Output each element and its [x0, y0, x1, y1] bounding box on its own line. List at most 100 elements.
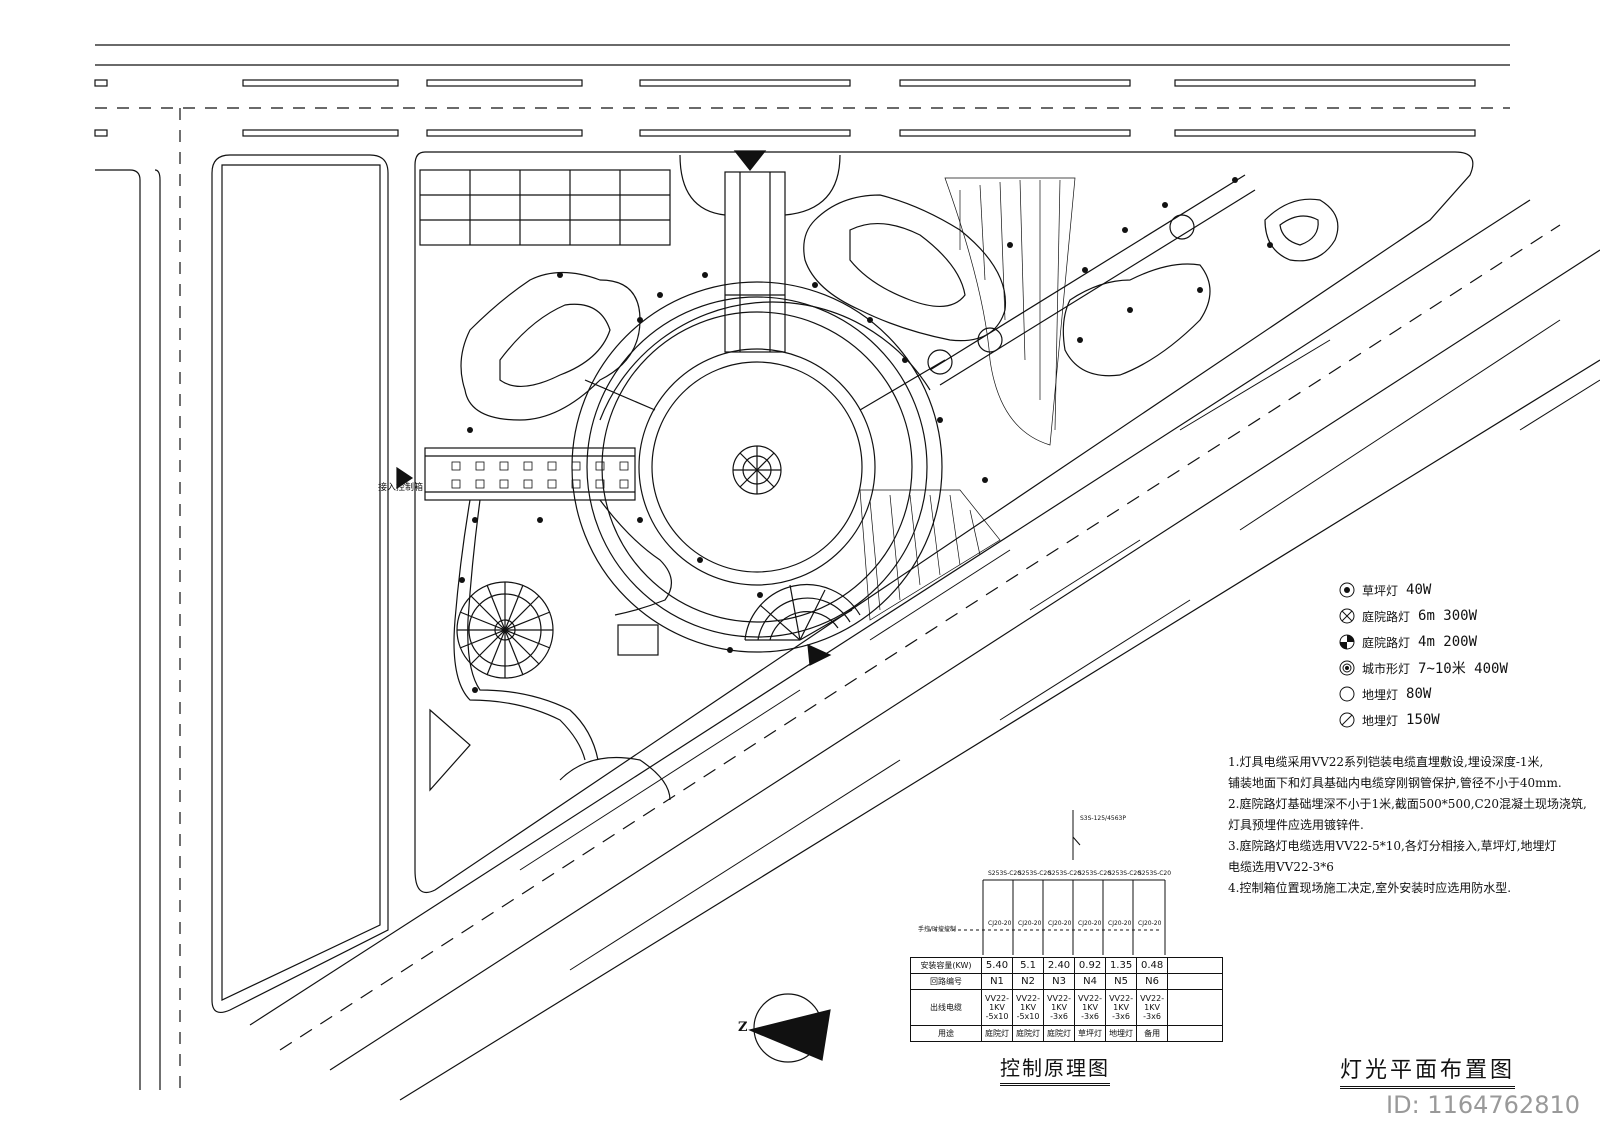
city-image-light-icon — [1339, 660, 1355, 676]
note-line: 电缆选用VV22-3*6 — [1228, 860, 1334, 874]
arc — [784, 154, 841, 216]
legend-label: 草坪灯 — [1362, 583, 1399, 598]
buried-light-80-icon — [1339, 686, 1355, 702]
watermark-id: ID: 1164762810 — [1386, 1091, 1580, 1119]
planting-bed-nw — [460, 271, 641, 421]
control-table: 安装容量(KW) 5.40 5.1 2.40 0.92 1.35 0.48 回路… — [910, 957, 1224, 1042]
cable-cell: VV22-1KV -3x6 — [1105, 989, 1138, 1026]
square-feature — [617, 624, 659, 656]
lamp-pit — [927, 349, 953, 375]
use-cell: 地埋灯 — [1105, 1025, 1138, 1042]
empty-cell — [1167, 973, 1224, 990]
legend-power: 6m 300W — [1418, 608, 1478, 624]
cable-cell: VV22-1KV -3x6 — [1136, 989, 1169, 1026]
branch-breaker-label: S253S-C20 — [1078, 870, 1112, 877]
circuit-cell: N1 — [980, 973, 1014, 990]
circuit-cell: N5 — [1105, 973, 1138, 990]
capacity-cell: 5.1 — [1012, 957, 1045, 974]
contactor-label: CJ20-20 — [1138, 920, 1162, 927]
contactor-label: CJ20-20 — [1018, 920, 1042, 927]
circuit-cell: N3 — [1043, 973, 1076, 990]
branch-breaker-label: S253S-C20 — [988, 870, 1022, 877]
planting-bed-n — [803, 194, 1007, 342]
use-cell: 庭院灯 — [1012, 1025, 1045, 1042]
legend-label: 城市形灯 — [1362, 661, 1411, 676]
garden-light-4m-icon — [1339, 634, 1355, 650]
cable-cell: VV22-1KV -5x10 — [980, 989, 1014, 1026]
contactor-label: CJ20-20 — [1108, 920, 1132, 927]
left-median-block — [211, 154, 389, 1013]
row-header: 安装容量(KW) — [910, 957, 982, 974]
north-arrow — [748, 993, 831, 1063]
capacity-cell: 2.40 — [1043, 957, 1076, 974]
hatched-paving — [944, 177, 1076, 446]
empty-cell — [1167, 957, 1224, 974]
diagonal-road-edge — [329, 249, 1600, 1071]
planting-bed-ne — [1062, 263, 1211, 377]
south-path — [467, 499, 599, 761]
design-notes: 1.灯具电缆采用VV22系列铠装电缆直埋敷设,埋设深度-1米, 铺装地面下和灯具… — [1228, 752, 1587, 899]
legend-power: 150W — [1406, 712, 1440, 728]
main-breaker-label: S3S-125/4563P — [1080, 815, 1126, 822]
fan-sw-small — [429, 708, 471, 792]
note-line: 2.庭院路灯基础埋深不小于1米,截面500*500,C20混凝土现场浇筑, — [1228, 797, 1587, 811]
lamp-pit — [977, 327, 1003, 353]
arc — [559, 756, 671, 801]
lighting-legend: 草坪灯 40W 庭院路灯 6m 300W 庭院路灯 4m 200W 城市形灯 7… — [1338, 577, 1538, 733]
planting-bed-n-inner — [849, 222, 966, 307]
diagonal-lane-markings — [519, 319, 1600, 971]
diagonal-road-edge — [399, 359, 1600, 1101]
entry-arrow-south — [807, 644, 832, 666]
north-arrow-label: Z — [738, 1020, 748, 1035]
legend-row-2: 庭院路灯 4m 200W — [1338, 629, 1538, 655]
lighting-plan-title: 灯光平面布置图 — [1340, 1052, 1516, 1089]
use-cell: 草坪灯 — [1074, 1025, 1107, 1042]
legend-row-4: 地埋灯 80W — [1338, 681, 1538, 707]
legend-row-0: 草坪灯 40W — [1338, 577, 1538, 603]
use-cell: 庭院灯 — [1043, 1025, 1076, 1042]
entry-arrow-west — [396, 466, 414, 490]
entry-arrow-north — [733, 150, 767, 171]
ne-walkway — [939, 189, 1256, 386]
light-fixtures — [459, 177, 1273, 693]
arc — [679, 154, 726, 216]
legend-row-5: 地埋灯 150W — [1338, 707, 1538, 733]
note-line: 铺装地面下和灯具基础内电缆穿刚钢管保护,管径不小于40mm. — [1228, 776, 1562, 790]
planting-bed-nw-inner — [499, 303, 611, 388]
note-line: 3.庭院路灯电缆选用VV22-5*10,各灯分相接入,草坪灯,地埋灯 — [1228, 839, 1557, 853]
note-line: 灯具预埋件应选用镀锌件. — [1228, 818, 1364, 832]
capacity-cell: 1.35 — [1105, 957, 1138, 974]
walkway-tiles — [451, 461, 629, 489]
capacity-cell: 0.92 — [1074, 957, 1107, 974]
contactor-label: CJ20-20 — [1048, 920, 1072, 927]
control-diagram-lines — [928, 810, 1166, 955]
legend-row-3: 城市形灯 7~10米 400W — [1338, 655, 1538, 681]
branch-breaker-label: S253S-C20 — [1138, 870, 1172, 877]
west-walkway — [424, 447, 636, 501]
legend-label: 地埋灯 — [1362, 713, 1399, 728]
cable-row: 出线电缆 VV22-1KV -5x10 VV22-1KV -5x10 VV22-… — [910, 989, 1224, 1026]
capacity-row: 安装容量(KW) 5.40 5.1 2.40 0.92 1.35 0.48 — [910, 957, 1224, 974]
note-line: 1.灯具电缆采用VV22系列铠装电缆直埋敷设,埋设深度-1米, — [1228, 755, 1544, 769]
circuit-row: 回路编号 N1 N2 N3 N4 N5 N6 — [910, 973, 1224, 990]
meander-path — [599, 499, 672, 616]
row-header: 出线电缆 — [910, 989, 982, 1026]
circuit-cell: N4 — [1074, 973, 1107, 990]
cable-cell: VV22-1KV -3x6 — [1043, 989, 1076, 1026]
legend-label: 地埋灯 — [1362, 687, 1399, 702]
legend-power: 4m 200W — [1418, 634, 1478, 650]
legend-label: 庭院路灯 — [1362, 609, 1411, 624]
hatched-paving-south — [859, 489, 1001, 621]
empty-cell — [1167, 1025, 1224, 1042]
row-header: 回路编号 — [910, 973, 982, 990]
diagonal-road-edge — [249, 199, 1531, 1026]
row-header: 用途 — [910, 1025, 982, 1042]
legend-power: 7~10米 400W — [1418, 661, 1508, 677]
lawn-light-icon — [1339, 582, 1355, 598]
south-path — [453, 499, 586, 761]
legend-power: 80W — [1406, 686, 1432, 702]
branch-breaker-label: S253S-C20 — [1018, 870, 1052, 877]
north-entrance-path — [724, 171, 786, 353]
planting-bed-e-inner — [1279, 215, 1319, 246]
